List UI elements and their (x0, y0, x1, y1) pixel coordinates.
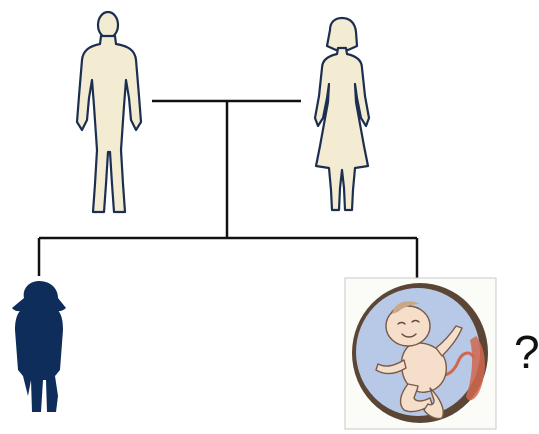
girl-silhouette-icon (12, 281, 66, 412)
man-silhouette-icon (77, 12, 141, 212)
fetus-in-womb-icon (345, 278, 496, 429)
unknown-question-mark: ? (514, 329, 539, 375)
woman-silhouette-icon (315, 18, 369, 210)
